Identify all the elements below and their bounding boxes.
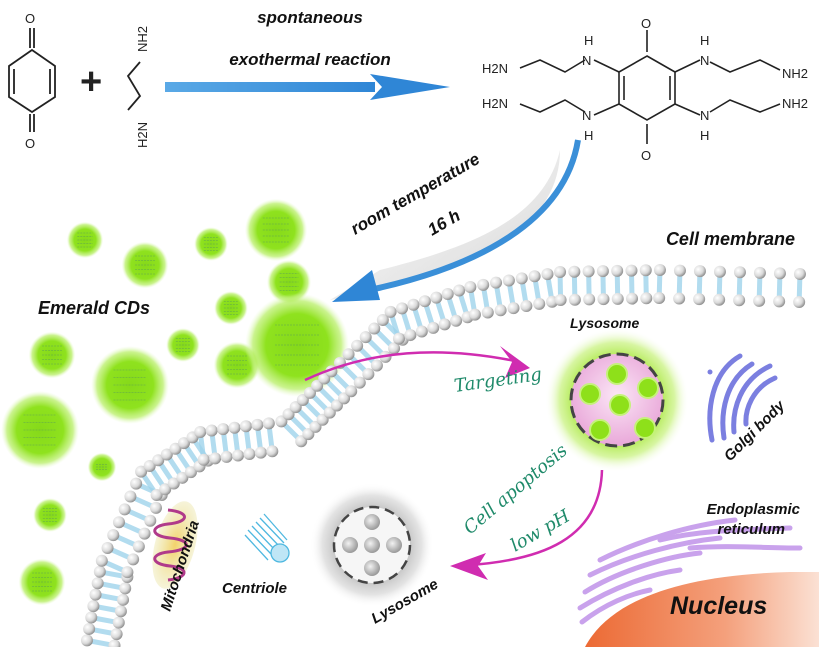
nucleus-label: Nucleus [670,592,767,620]
emerald-cd-dot [166,328,200,362]
grey-particle [342,537,358,553]
lysosome-cd-dot [590,420,610,440]
emerald-cd-dot [214,291,248,325]
lysosome-cd-dot [607,364,627,384]
emerald-cd-dot [245,293,349,397]
grey-particle [364,514,380,530]
product-nh2-br: NH2 [782,96,808,111]
product-n-tr: N [700,53,709,68]
atom-o-top: O [25,11,35,26]
atom-h2n: H2N [135,122,150,148]
centriole-icon [245,514,289,562]
emerald-cd-dot [194,227,228,261]
endoplasmic-label: Endoplasmic [707,501,801,518]
lipid-pair [793,268,806,308]
ethylenediamine-structure [128,62,140,110]
emerald-cd-dot [91,346,169,424]
grey-particle [364,560,380,576]
atom-o-bottom: O [25,136,35,151]
product-h-bl: H [584,128,593,143]
cell-membrane-label: Cell membrane [666,229,795,249]
lipid-pair [673,265,686,305]
product-o-bottom: O [641,148,651,163]
lysosome-top-label: Lysosome [570,315,639,331]
emerald-cd-dot [29,332,76,379]
emerald-cd-dot [33,498,67,532]
product-h2n-tl: H2N [482,61,508,76]
product-structure [520,30,780,144]
lipid-pair [653,264,666,304]
benzoquinone-structure [9,28,55,132]
lipid-pair [568,266,581,306]
emerald-cds-label: Emerald CDs [38,298,150,318]
grey-particle [364,537,380,553]
reaction-arrow [165,74,450,100]
emerald-cd-dot [122,242,169,289]
lysosome-cd-dot [638,378,658,398]
product-h-br: H [700,128,709,143]
plus-sign: + [80,61,102,103]
emerald-cd-dot [19,559,66,606]
lipid-pair [640,264,653,304]
lipid-pair [583,265,596,305]
lipid-pair [733,266,746,306]
curved-arrow-label-room-temperature: room temperature [348,149,483,238]
lipid-pair [611,265,624,305]
lipid-pair [351,340,383,372]
lipid-pair [554,266,567,306]
arrow-label-spontaneous: spontaneous [257,8,363,27]
product-n-bl: N [582,108,591,123]
curved-arrow-label-16h: 16 h [425,206,464,239]
lipid-pair [773,267,786,307]
lipid-pair [693,265,706,305]
lipid-pair [753,267,766,307]
product-n-br: N [700,108,709,123]
low-ph-label: low pH [507,506,574,557]
product-n-tl: N [582,53,591,68]
product-o-top: O [641,16,651,31]
product-h-tl: H [584,33,593,48]
targeting-label: Targeting [453,364,543,397]
lysosome-cd-dot [635,418,655,438]
centriole-label: Centriole [222,580,287,597]
reticulum-label: reticulum [717,521,785,538]
product-h-tr: H [700,33,709,48]
lysosome-cd-dot [610,395,630,415]
arrow-label-exothermal: exothermal reaction [229,50,391,69]
lysosome-cd-dot [580,384,600,404]
product-h2n-bl: H2N [482,96,508,111]
emerald-cd-dot [1,391,79,469]
product-nh2-tr: NH2 [782,66,808,81]
emerald-cd-dot [245,199,307,261]
lipid-pair [597,265,610,305]
emerald-cd-dot [67,222,103,258]
golgi-body-label: Golgi body [721,397,789,465]
grey-particle [386,537,402,553]
lipid-pair [713,266,726,306]
emerald-cd-dot [88,453,117,482]
lipid-pair [625,265,638,305]
atom-nh2: NH2 [135,26,150,52]
